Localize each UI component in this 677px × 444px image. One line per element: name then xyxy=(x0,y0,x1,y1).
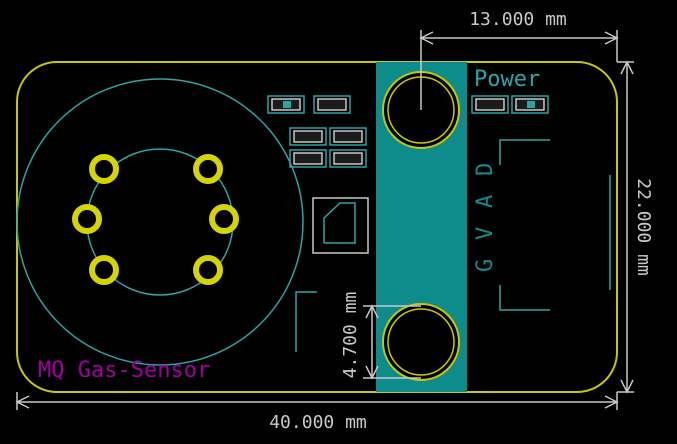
sensor-outer-circle xyxy=(16,78,304,366)
sensor-pad[interactable] xyxy=(209,204,239,234)
dimension-height-label: 22.000 mm xyxy=(633,178,654,276)
dimension-width-label: 40.000 mm xyxy=(269,412,367,433)
resistor-component[interactable] xyxy=(329,127,367,146)
pin-label-g: G xyxy=(473,259,498,272)
dimension-hole-spacing[interactable] xyxy=(363,304,421,380)
sensor-pad[interactable] xyxy=(89,154,119,184)
mounting-hole-bottom[interactable] xyxy=(382,303,460,381)
pin-label-v: V xyxy=(473,227,498,240)
resistor-component[interactable] xyxy=(289,149,327,168)
led-component[interactable] xyxy=(511,95,549,114)
sensor-pad[interactable] xyxy=(193,154,223,184)
resistor-component[interactable] xyxy=(289,127,327,146)
sensor-pad[interactable] xyxy=(72,204,102,234)
dimension-top-offset[interactable] xyxy=(419,30,619,110)
ic-footprint[interactable] xyxy=(312,197,369,254)
dimension-top-offset-label: 13.000 mm xyxy=(469,9,567,30)
sensor-pad[interactable] xyxy=(89,255,119,285)
silkscreen-bracket xyxy=(295,291,317,352)
pin-labels: G V A D xyxy=(473,163,498,272)
sensor-pads xyxy=(72,154,239,285)
pin-label-a: A xyxy=(473,195,498,208)
led-component[interactable] xyxy=(267,95,305,114)
dimension-width[interactable] xyxy=(15,392,619,410)
pin-label-d: D xyxy=(473,163,498,176)
resistor-component[interactable] xyxy=(313,95,351,114)
connector-outline xyxy=(499,139,611,311)
dimension-height[interactable] xyxy=(617,60,634,394)
resistor-component[interactable] xyxy=(329,149,367,168)
resistor-component[interactable] xyxy=(471,95,509,114)
power-label: Power xyxy=(474,67,540,92)
sensor-pad[interactable] xyxy=(193,255,223,285)
smd-components xyxy=(267,95,549,168)
board-title: MQ Gas-Sensor xyxy=(38,358,210,383)
dimension-hole-spacing-label: 4.700 mm xyxy=(340,292,361,379)
